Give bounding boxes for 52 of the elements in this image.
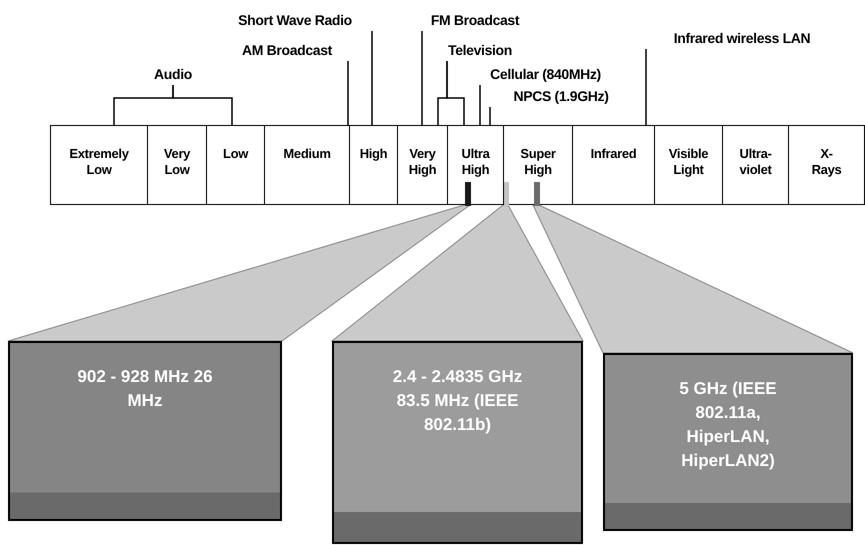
band-cell (397, 125, 448, 205)
leader-line (446, 61, 465, 125)
band-cell (349, 125, 398, 205)
band-label: Medium (283, 146, 331, 163)
leader-line (421, 31, 423, 125)
zoom-marker (534, 182, 540, 206)
band-cell (147, 125, 207, 205)
zoom-cone (8, 204, 472, 342)
frequency-text: 2.4 - 2.4835 GHz 83.5 MHz (IEEE 802.11b) (392, 366, 524, 436)
zoom-marker (465, 182, 471, 206)
band-cell (50, 125, 148, 205)
service-label: Television (448, 40, 512, 60)
zoom-box (8, 341, 282, 521)
band-label: Low (222, 146, 248, 163)
band-label: Super High (520, 146, 556, 179)
band-label: Very Low (164, 146, 190, 179)
band-label: Ultra High (462, 146, 490, 179)
leader-line (371, 31, 373, 125)
zoom-cone (330, 204, 584, 342)
zoom-cone (532, 204, 854, 354)
leader-line (479, 85, 481, 125)
band-cell (722, 125, 789, 205)
band-label: X-Rays (812, 146, 842, 179)
band-label: High (360, 146, 388, 163)
leader-line (172, 85, 233, 125)
service-label: NPCS (1.9GHz) (513, 86, 609, 106)
band-label: Ultra- violet (740, 146, 772, 179)
band-label: Extremely Low (69, 146, 129, 179)
service-label: Short Wave Radio (238, 10, 352, 30)
service-label: Cellular (840MHz) (490, 64, 601, 84)
leader-line (347, 61, 349, 125)
zoom-box (332, 341, 583, 544)
band-cell (654, 125, 723, 205)
frequency-text: 902 - 928 MHz 26 MHz (76, 366, 214, 412)
band-label: Visible Light (668, 146, 708, 179)
band-label: Infrared (590, 146, 636, 163)
band-cell (264, 125, 350, 205)
band-cell (572, 125, 655, 205)
service-label: AM Broadcast (242, 40, 332, 60)
service-label: FM Broadcast (430, 10, 520, 30)
leader-line (489, 107, 491, 125)
frequency-text: 5 GHz (IEEE 802.11a, HiperLAN, HiperLAN2) (678, 378, 778, 472)
zoom-marker (504, 182, 509, 206)
band-cell (788, 125, 865, 205)
leader-line (645, 49, 647, 125)
zoom-box (603, 353, 853, 531)
band-cell (503, 125, 573, 205)
band-cell (447, 125, 504, 205)
service-label: Audio (154, 64, 192, 84)
band-cell (206, 125, 265, 205)
band-label: Very High (408, 146, 436, 179)
service-label: Infrared wireless LAN (674, 28, 810, 48)
